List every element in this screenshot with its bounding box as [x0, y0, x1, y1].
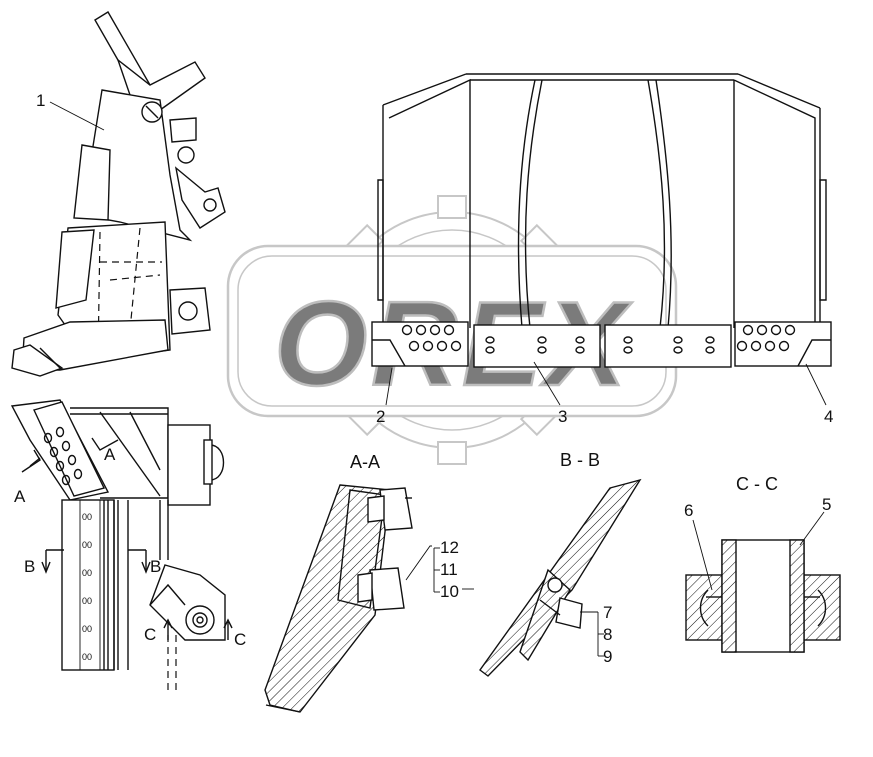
- callout-4: 4: [824, 407, 833, 426]
- section-a-a: A-A 12 11 10: [264, 452, 474, 713]
- callout-5: 5: [822, 495, 831, 514]
- cutting-edge: [371, 321, 832, 368]
- svg-text:00: 00: [82, 540, 92, 550]
- watermark-text: OREX: [274, 277, 633, 411]
- callout-3: 3: [558, 407, 567, 426]
- cut-mark-b: B B: [24, 549, 161, 576]
- section-c-c: C - C 6 5: [684, 474, 841, 653]
- cut-mark-a: A A: [14, 437, 119, 506]
- callout-7: 7: [603, 603, 612, 622]
- cut-label-c-left: C: [144, 625, 156, 644]
- cut-label-a-left: A: [14, 487, 26, 506]
- section-title-c-c: C - C: [736, 474, 778, 494]
- side-view-lower: 00 00 00 00 00 00 A A B B: [10, 399, 246, 690]
- svg-text:00: 00: [82, 624, 92, 634]
- cut-label-c-right: C: [234, 630, 246, 649]
- section-b-b: B - B 7 8 9: [479, 450, 642, 677]
- svg-text:00: 00: [82, 652, 92, 662]
- cut-label-b-right: B: [150, 557, 161, 576]
- callout-8: 8: [603, 625, 612, 644]
- side-view-upper: 1: [11, 11, 226, 377]
- svg-text:00: 00: [82, 568, 92, 578]
- blade-front-view: 2 3 4: [371, 73, 833, 426]
- callout-6: 6: [684, 501, 693, 520]
- svg-text:00: 00: [82, 596, 92, 606]
- callout-12: 12: [440, 538, 459, 557]
- section-title-a-a: A-A: [350, 452, 380, 472]
- svg-text:00: 00: [82, 512, 92, 522]
- section-title-b-b: B - B: [560, 450, 600, 470]
- cut-label-a-right: A: [104, 445, 116, 464]
- callout-1: 1: [36, 91, 45, 110]
- callout-9: 9: [603, 647, 612, 666]
- cut-mark-c: C C: [144, 618, 246, 649]
- cut-label-b-left: B: [24, 557, 35, 576]
- callout-2: 2: [376, 407, 385, 426]
- callout-11: 11: [440, 560, 458, 579]
- callout-10: 10: [440, 582, 459, 601]
